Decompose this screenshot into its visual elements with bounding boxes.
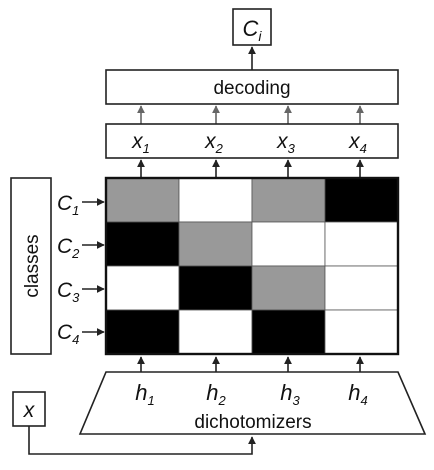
- input-box: x: [12, 391, 46, 427]
- classes-box: classes: [10, 177, 52, 355]
- class-c4: C4: [57, 321, 79, 347]
- output-class-symbol: C: [242, 16, 258, 41]
- output-x4: x4: [348, 130, 367, 156]
- output-x1: x1: [131, 130, 150, 156]
- decoding-box: decoding: [105, 69, 399, 105]
- matrix-cell-r3-c4: [324, 265, 399, 311]
- class-rows: C1 C2 C3 C4: [57, 192, 105, 347]
- matrix-to-outputs-arrows: [137, 159, 364, 178]
- matrix-cell-r2-c2: [178, 221, 253, 267]
- classes-label: classes: [22, 234, 43, 297]
- dichotomizers-box: h1 h2 h3 h4 dichotomizers: [78, 371, 427, 435]
- outputs-to-decoding-arrows: [137, 105, 364, 124]
- matrix-cell-r1-c3: [251, 177, 326, 223]
- output-vector-box: x1 x2 x3 x4: [105, 123, 399, 159]
- output-x2: x2: [204, 130, 224, 156]
- matrix-cell-r3-c2: [178, 265, 253, 311]
- dichotomizers-label: dichotomizers: [194, 412, 311, 433]
- matrix-cell-r2-c4: [324, 221, 399, 267]
- input-label: x: [23, 399, 36, 422]
- dichotomizer-h2: h2: [206, 380, 226, 408]
- class-c2: C2: [57, 235, 80, 261]
- matrix-cell-r3-c1: [105, 265, 180, 311]
- input-connector-arrow: [28, 426, 256, 455]
- matrix-cell-r2-c1: [105, 221, 180, 267]
- matrix-cell-r4-c1: [105, 309, 180, 355]
- matrix-cell-r2-c3: [251, 221, 326, 267]
- svg-text:Ci: Ci: [242, 16, 262, 44]
- dichotomizer-h1: h1: [135, 380, 154, 408]
- matrix-cell-r4-c2: [178, 309, 253, 355]
- matrix-cell-r1-c2: [178, 177, 253, 223]
- class-c3: C3: [57, 279, 80, 305]
- decoding-label: decoding: [213, 78, 290, 99]
- output-x3: x3: [276, 130, 296, 156]
- output-class-sub: i: [258, 28, 262, 44]
- dichotomizers-to-matrix-arrows: [137, 356, 364, 372]
- matrix-cell-r4-c3: [251, 309, 326, 355]
- matrix-cell-r1-c1: [105, 177, 180, 223]
- class-c1: C1: [57, 192, 79, 218]
- dichotomizer-h3: h3: [280, 380, 300, 408]
- matrix-cell-r4-c4: [324, 309, 399, 355]
- dichotomizer-h4: h4: [348, 380, 367, 408]
- matrix-cell-r1-c4: [324, 177, 399, 223]
- coding-matrix: [104, 176, 400, 356]
- matrix-cell-r3-c3: [251, 265, 326, 311]
- matrix-border: [104, 176, 400, 356]
- output-class-box: Ci: [232, 8, 272, 46]
